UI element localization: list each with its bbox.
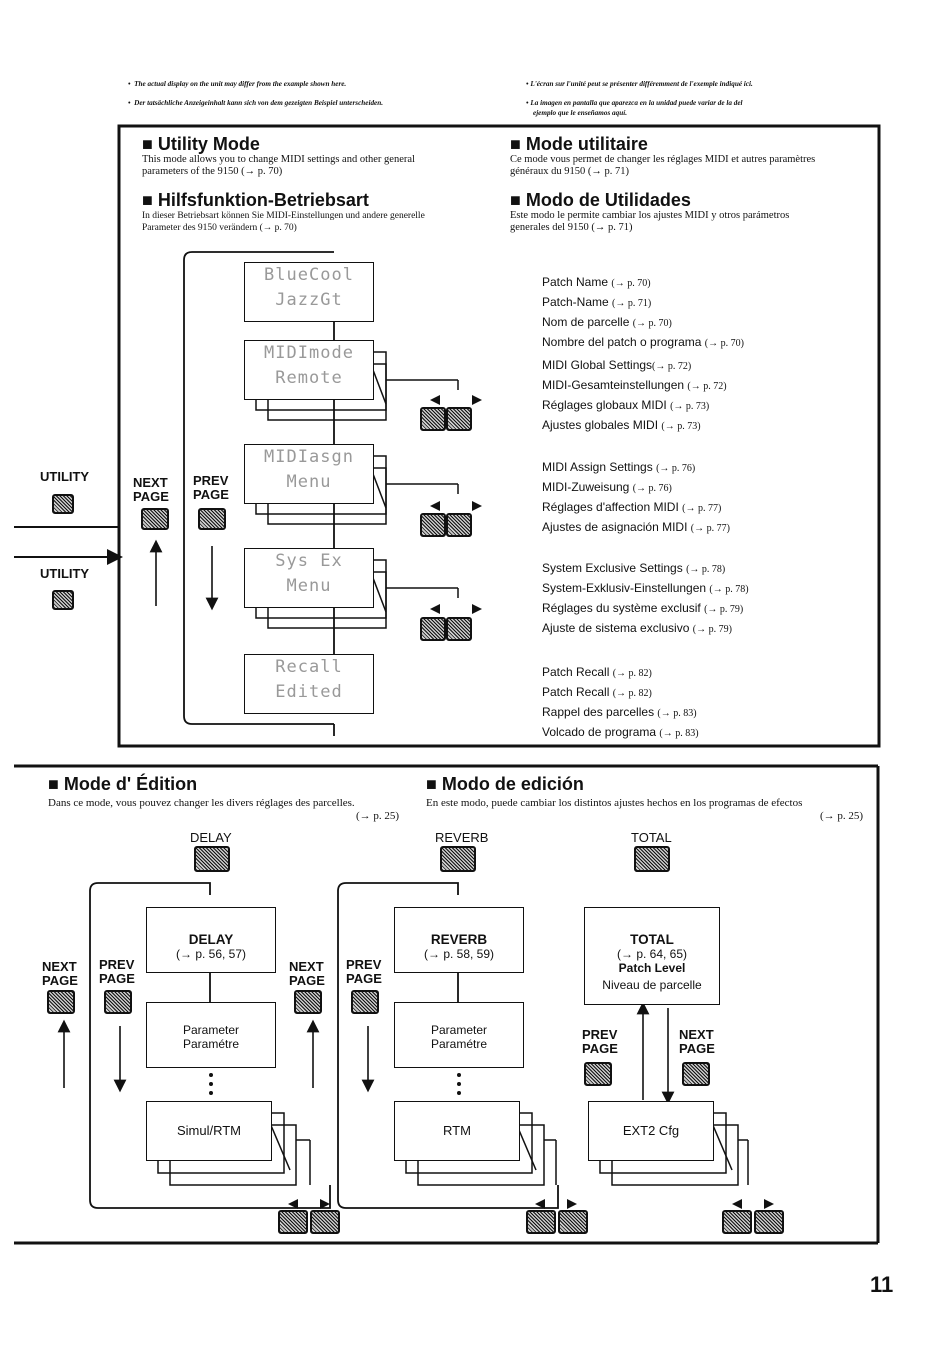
ref-group-sys-ex: System Exclusive Settings (→ p. 78) Syst… (542, 561, 749, 635)
note-fr: • L'écran sur l'unité peut se présenter … (526, 80, 753, 88)
next-page-key[interactable] (141, 508, 169, 530)
delay-cursor-right-key[interactable] (310, 1210, 340, 1234)
utility-title-de: ■ Hilfsfunktion-Betriebsart (142, 190, 369, 210)
edit-desc-es: En este modo, puede cambiar los distinto… (426, 797, 803, 809)
utility-title-en: ■ Utility Mode (142, 134, 260, 154)
reverb-key[interactable] (440, 846, 476, 872)
delay-cursor-left-key[interactable] (278, 1210, 308, 1234)
reverb-last-box: RTM (394, 1101, 520, 1161)
reverb-box: REVERB(→ p. 58, 59) (394, 907, 524, 973)
note-es: • La imagen en pantalla que aparezca en … (526, 99, 743, 107)
total-last-box: EXT2 Cfg (588, 1101, 714, 1161)
delay-box: DELAY(→ p. 56, 57) (146, 907, 276, 973)
reverb-cursor-right-key[interactable] (558, 1210, 588, 1234)
edit-desc-fr: Dans ce mode, vous pouvez changer les di… (48, 797, 355, 809)
utility-desc-en: This mode allows you to change MIDI sett… (142, 154, 415, 177)
delay-last-box: Simul/RTM (146, 1101, 272, 1161)
total-cursor-left-key[interactable] (722, 1210, 752, 1234)
utility-key-label-1: UTILITY (40, 469, 90, 484)
reverb-key-label: REVERB (435, 830, 489, 845)
reverb-prev-page-key[interactable] (351, 990, 379, 1014)
note-en: • The actual display on the unit may dif… (128, 80, 347, 88)
ref-group-midi-assign: MIDI Assign Settings (→ p. 76) MIDI-Zuwe… (542, 460, 730, 534)
utility-key-2[interactable] (52, 590, 74, 610)
cursor-right-key-2[interactable] (446, 513, 472, 537)
utility-desc-fr: Ce mode vous permet de changer les régla… (510, 154, 816, 177)
edit-title-fr: ■ Mode d' Édition (48, 774, 198, 794)
utility-title-fr: ■ Mode utilitaire (510, 134, 648, 154)
reverb-cursor-left-key[interactable] (526, 1210, 556, 1234)
total-key-label: TOTAL (631, 830, 672, 845)
utility-key-label-2: UTILITY (40, 566, 90, 581)
delay-key-label: DELAY (190, 830, 232, 845)
delay-next-page-key[interactable] (47, 990, 75, 1014)
total-cursor-right-key[interactable] (754, 1210, 784, 1234)
note-es-2: ejemplo que le enseñamos aquí. (533, 109, 628, 117)
utility-key-1[interactable] (52, 494, 74, 514)
edit-ref-fr: (→ p. 25) (356, 810, 400, 822)
edit-title-es: ■ Modo de edición (426, 774, 584, 794)
delay-prev-page-key[interactable] (104, 990, 132, 1014)
ref-group-patch-recall: Patch Recall (→ p. 82) Patch Recall (→ p… (542, 665, 699, 739)
total-key[interactable] (634, 846, 670, 872)
cursor-right-key-1[interactable] (446, 407, 472, 431)
total-next-page-key[interactable] (682, 1062, 710, 1086)
cursor-right-key-3[interactable] (446, 617, 472, 641)
delay-key[interactable] (194, 846, 230, 872)
utility-desc-es: Este modo le permite cambiar los ajustes… (510, 210, 790, 233)
cursor-left-key-3[interactable] (420, 617, 446, 641)
page-number: 11 (870, 1272, 894, 1297)
utility-desc-de: In dieser Betriebsart können Sie MIDI-Ei… (142, 211, 425, 233)
note-de: • Der tatsächliche Anzeigeinhalt kann si… (128, 99, 384, 107)
utility-title-es: ■ Modo de Utilidades (510, 190, 691, 210)
reverb-next-page-key[interactable] (294, 990, 322, 1014)
total-box: TOTAL (→ p. 64, 65) Patch Level Niveau d… (584, 907, 720, 1005)
edit-ref-es: (→ p. 25) (820, 810, 864, 822)
total-prev-page-key[interactable] (584, 1062, 612, 1086)
cursor-left-key-2[interactable] (420, 513, 446, 537)
cursor-left-key-1[interactable] (420, 407, 446, 431)
ref-group-patch-name: Patch Name (→ p. 70) Patch-Name (→ p. 71… (542, 275, 744, 349)
ref-group-midi-global: MIDI Global Settings(→ p. 72) MIDI-Gesam… (542, 358, 727, 432)
prev-page-key[interactable] (198, 508, 226, 530)
